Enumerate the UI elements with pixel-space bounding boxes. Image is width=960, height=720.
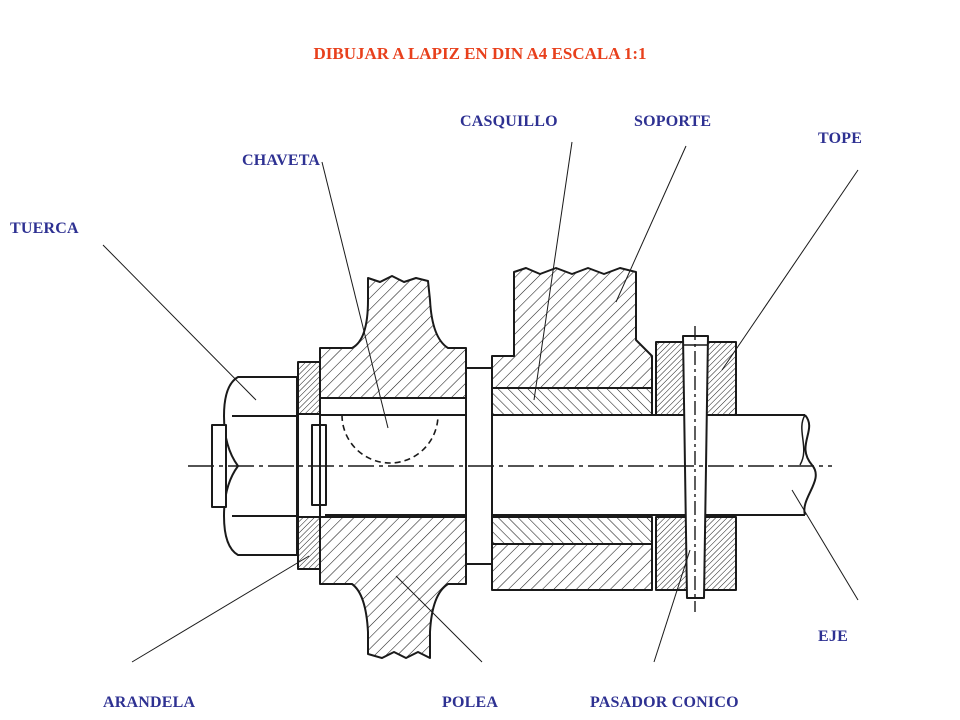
leader-chaveta — [321, 161, 389, 429]
label-casquillo: CASQUILLO — [460, 113, 558, 130]
drawing-title: DIBUJAR A LAPIZ EN DIN A4 ESCALA 1:1 — [313, 44, 647, 63]
support — [491, 267, 653, 591]
label-polea: POLEA — [442, 694, 499, 711]
leader-casquillo — [533, 141, 573, 401]
leader-lines — [102, 141, 859, 663]
label-pasador-conico: PASADOR CONICO — [590, 694, 739, 711]
label-tuerca: TUERCA — [10, 220, 79, 237]
leader-soporte — [615, 145, 687, 303]
leader-polea — [395, 575, 483, 663]
pulley — [319, 275, 493, 659]
washer — [297, 361, 321, 570]
leader-eje — [791, 489, 859, 601]
label-chaveta: CHAVETA — [242, 152, 321, 169]
shaft — [311, 414, 817, 516]
leader-tuerca — [102, 244, 257, 401]
leader-pasador — [653, 549, 691, 663]
label-arandela: ARANDELA — [103, 694, 196, 711]
stop-collar — [655, 326, 737, 612]
leader-tope — [721, 169, 859, 371]
label-tope: TOPE — [818, 130, 863, 147]
label-eje: EJE — [818, 628, 848, 645]
label-soporte: SOPORTE — [634, 113, 712, 130]
leader-arandela — [131, 555, 310, 663]
